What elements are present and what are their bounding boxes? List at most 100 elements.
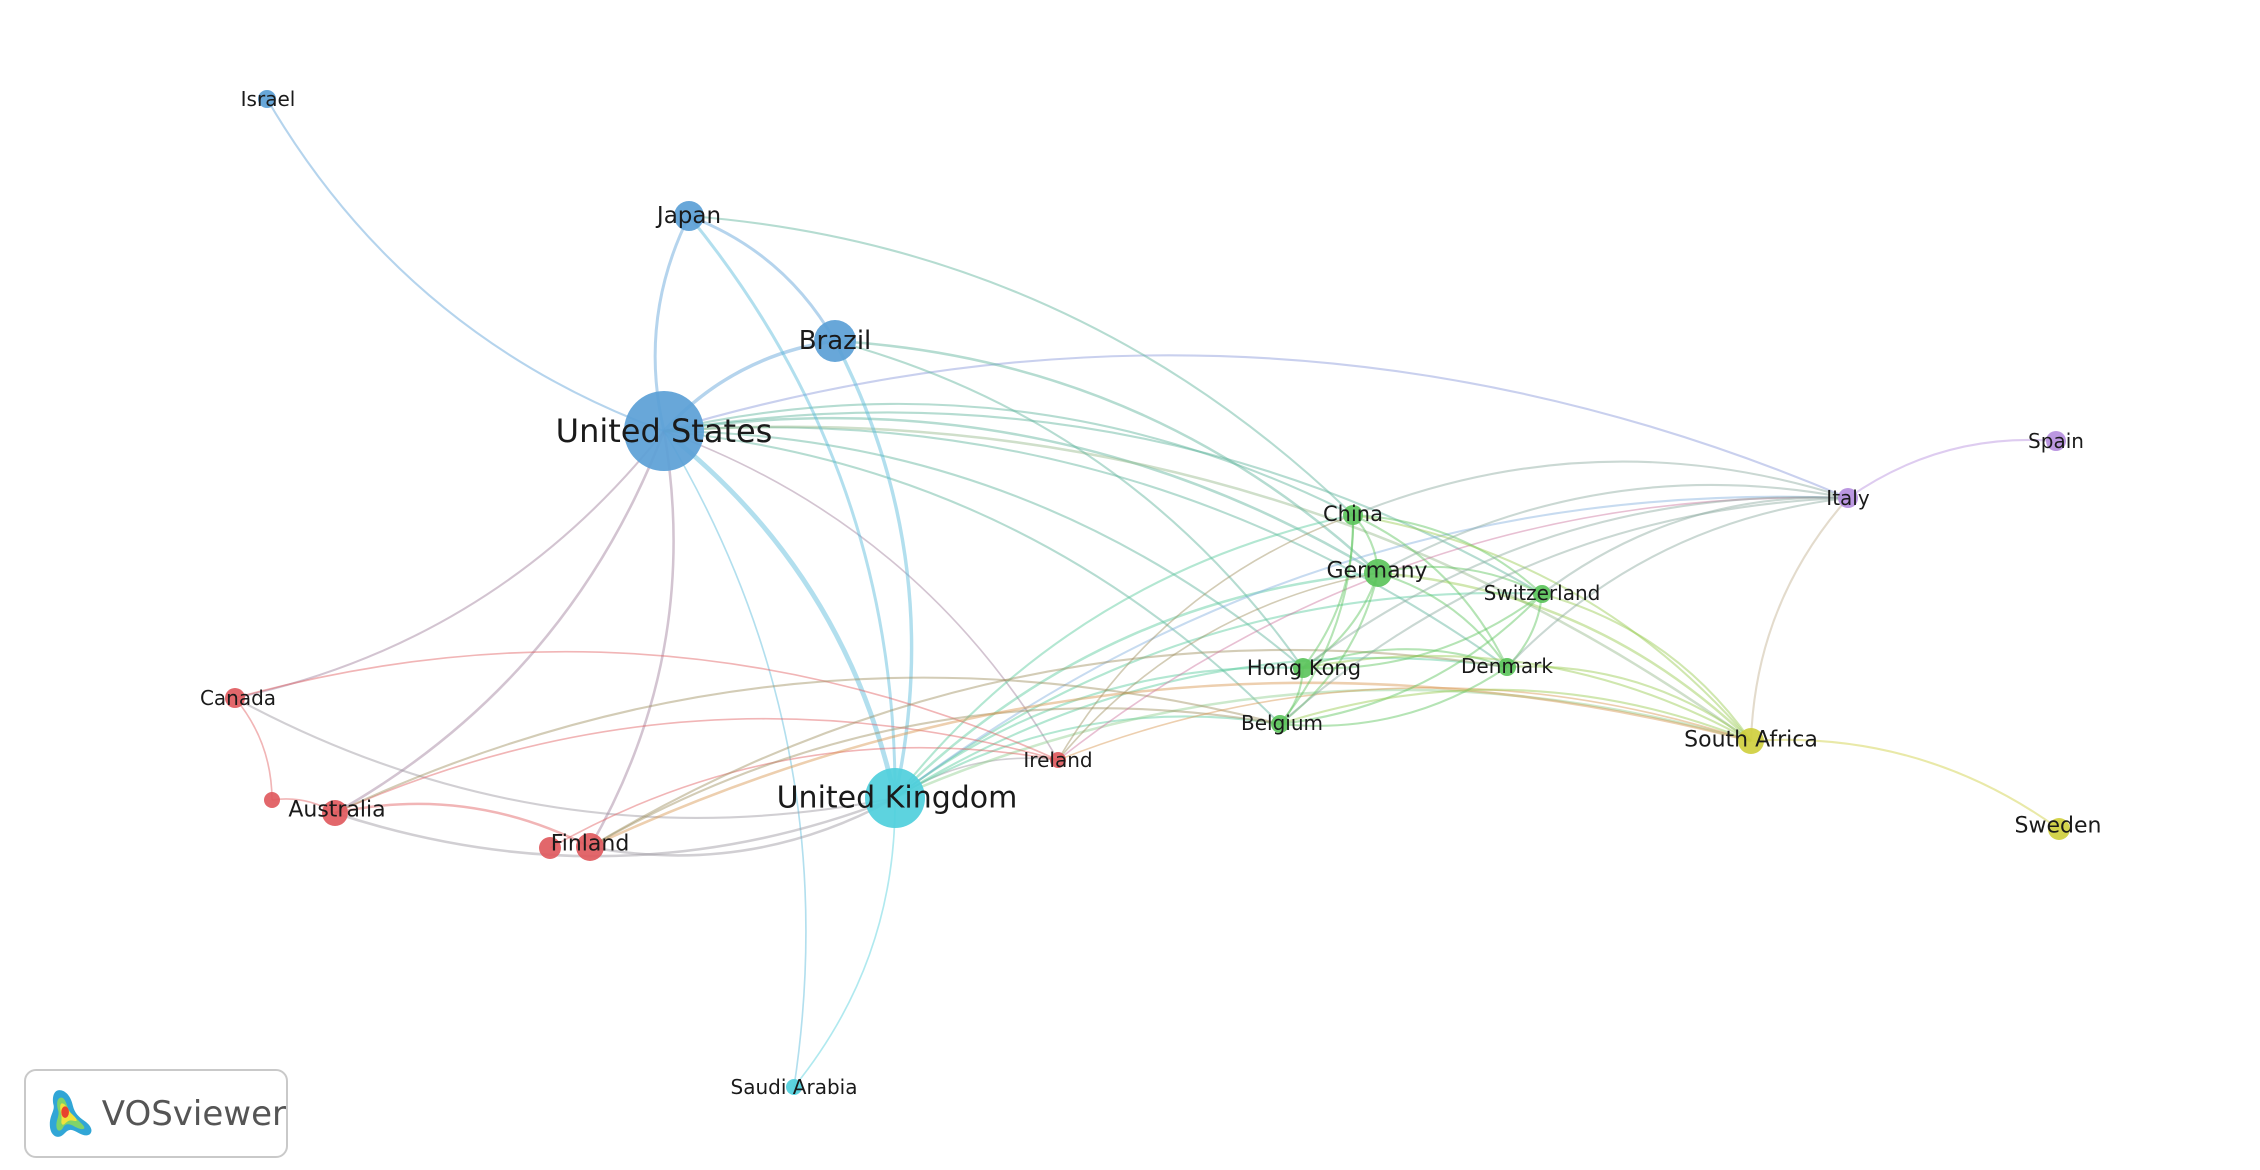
- link-germany-hong-kong: [1302, 572, 1379, 669]
- link-australia-ireland: [334, 717, 1059, 814]
- link-australia-belgium: [334, 676, 1281, 814]
- node-label-germany[interactable]: Germany: [1326, 559, 1427, 584]
- link-finland-denmark: [589, 648, 1508, 848]
- node-label-italy[interactable]: Italy: [1826, 486, 1870, 510]
- node-united-kingdom[interactable]: [865, 768, 925, 828]
- link-brazil-germany: [834, 339, 1379, 574]
- node-label-ireland[interactable]: Ireland: [1023, 748, 1092, 772]
- nodes-layer: [225, 90, 2070, 1095]
- node-label-canada[interactable]: Canada: [200, 686, 276, 710]
- link-ireland-germany: [1057, 572, 1379, 761]
- link-united-states-finland: [588, 430, 675, 848]
- link-finland-2-ireland: [549, 746, 1059, 849]
- node-label-sweden[interactable]: Sweden: [2015, 814, 2102, 839]
- node-china[interactable]: [1343, 505, 1363, 525]
- node-label-brazil[interactable]: Brazil: [799, 326, 872, 356]
- links-layer: [234, 98, 2060, 1088]
- link-united-states-saudi-arabia: [663, 430, 807, 1088]
- link-japan-united-kingdom: [687, 215, 897, 799]
- link-united-kingdom-australia: [334, 796, 896, 858]
- link-united-states-hong-kong: [663, 429, 1304, 669]
- node-belgium[interactable]: [1271, 715, 1289, 733]
- node-label-switzerland[interactable]: Switzerland: [1484, 581, 1601, 605]
- node-label-united-kingdom[interactable]: United Kingdom: [777, 781, 1018, 816]
- link-denmark-belgium: [1279, 666, 1508, 727]
- link-united-states-denmark: [663, 426, 1508, 668]
- node-label-finland[interactable]: Finland: [551, 832, 630, 857]
- link-canada-australia-2: [234, 697, 273, 801]
- node-label-israel[interactable]: Israel: [241, 87, 296, 111]
- node-denmark[interactable]: [1498, 658, 1516, 676]
- link-australia-finland: [334, 802, 591, 849]
- brand-name: VOSviewer: [101, 1093, 286, 1134]
- node-label-south-africa[interactable]: South Africa: [1684, 728, 1818, 753]
- link-united-kingdom-china: [894, 513, 1354, 799]
- link-finland-south-africa: [589, 681, 1752, 849]
- node-label-australia[interactable]: Australia: [288, 798, 385, 823]
- link-united-kingdom-hong-kong: [894, 666, 1304, 799]
- link-ireland-south-africa: [1057, 687, 1752, 761]
- node-spain[interactable]: [2046, 431, 2066, 451]
- link-ireland-italy: [1057, 496, 1849, 761]
- node-label-belgium[interactable]: Belgium: [1241, 711, 1323, 735]
- node-south-africa[interactable]: [1738, 728, 1764, 754]
- node-finland-2[interactable]: [539, 837, 561, 859]
- node-australia-2[interactable]: [264, 792, 280, 808]
- link-united-kingdom-belgium: [894, 715, 1281, 799]
- node-brazil[interactable]: [814, 320, 856, 362]
- node-canada[interactable]: [225, 688, 245, 708]
- node-label-spain[interactable]: Spain: [2028, 429, 2084, 453]
- node-israel[interactable]: [258, 90, 276, 108]
- node-australia[interactable]: [322, 800, 348, 826]
- link-united-states-switzerland: [663, 411, 1543, 595]
- node-switzerland[interactable]: [1533, 585, 1551, 603]
- link-brazil-hong-kong: [834, 339, 1304, 669]
- node-label-hong-kong[interactable]: Hong Kong: [1247, 656, 1361, 680]
- link-united-states-united-kingdom: [662, 429, 898, 799]
- node-label-united-states[interactable]: United States: [556, 412, 773, 450]
- link-denmark-italy: [1506, 496, 1849, 668]
- link-united-states-australia: [334, 430, 666, 815]
- node-germany[interactable]: [1364, 559, 1392, 587]
- link-switzerland-belgium: [1279, 593, 1543, 726]
- node-saudi-arabia[interactable]: [786, 1079, 802, 1095]
- node-hong-kong[interactable]: [1293, 658, 1313, 678]
- node-italy[interactable]: [1838, 488, 1858, 508]
- link-south-africa-italy: [1749, 497, 1849, 742]
- link-brazil-united-kingdom: [833, 340, 914, 799]
- node-japan[interactable]: [674, 201, 704, 231]
- link-united-states-ireland: [663, 430, 1059, 761]
- link-united-states-germany: [663, 416, 1379, 575]
- link-united-kingdom-saudi-arabia: [793, 797, 896, 1088]
- link-switzerland-italy: [1541, 496, 1849, 595]
- link-switzerland-south-africa: [1541, 592, 1752, 742]
- link-hong-kong-denmark: [1302, 648, 1508, 669]
- link-china-belgium: [1279, 514, 1355, 725]
- link-united-kingdom-germany: [894, 571, 1379, 799]
- link-united-kingdom-italy: [894, 495, 1849, 799]
- link-japan-china: [688, 214, 1354, 516]
- node-label-japan[interactable]: Japan: [655, 203, 721, 229]
- density-map-icon: [49, 1089, 92, 1137]
- node-ireland[interactable]: [1050, 752, 1066, 768]
- link-germany-south-africa: [1377, 571, 1752, 742]
- link-china-switzerland: [1352, 513, 1543, 595]
- link-south-africa-sweden: [1750, 738, 2060, 830]
- link-denmark-south-africa: [1506, 665, 1752, 742]
- link-united-kingdom-denmark: [894, 656, 1508, 799]
- link-finland-belgium: [589, 707, 1281, 848]
- link-china-south-africa: [1352, 513, 1752, 742]
- link-united-kingdom-canada: [234, 697, 896, 819]
- node-label-china[interactable]: China: [1323, 502, 1383, 526]
- node-united-states[interactable]: [624, 391, 704, 471]
- link-hong-kong-italy: [1302, 496, 1849, 669]
- node-sweden[interactable]: [2048, 818, 2070, 840]
- node-label-saudi-arabia[interactable]: Saudi Arabia: [731, 1075, 858, 1099]
- link-canada-ireland: [234, 650, 1059, 761]
- node-label-denmark[interactable]: Denmark: [1461, 654, 1553, 678]
- link-united-states-belgium: [663, 429, 1281, 725]
- node-finland[interactable]: [576, 833, 604, 861]
